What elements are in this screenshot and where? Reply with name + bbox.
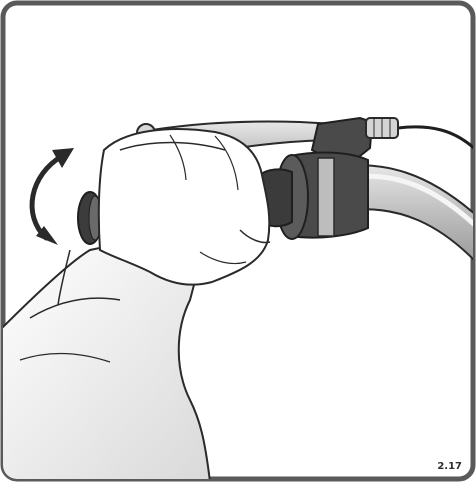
rotate-arrow-icon xyxy=(29,148,74,245)
cable xyxy=(397,125,473,152)
lever-body xyxy=(310,116,374,161)
sleeve xyxy=(3,244,212,479)
figure-number: 2.17 xyxy=(437,461,462,472)
hand xyxy=(97,128,271,286)
throttle-band xyxy=(317,157,335,237)
